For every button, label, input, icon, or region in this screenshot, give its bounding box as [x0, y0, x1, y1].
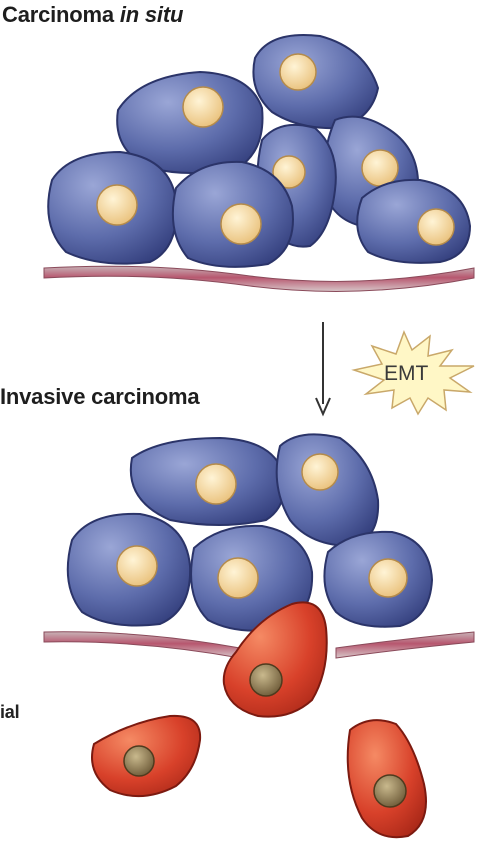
nucleus: [250, 664, 282, 696]
epithelial-cell: [68, 514, 190, 626]
title-italic: in situ: [120, 2, 183, 27]
epithelial-cell: [173, 162, 293, 267]
title-in-situ: Carcinoma in situ: [2, 2, 183, 28]
nucleus: [374, 775, 406, 807]
title-main: Carcinoma: [2, 2, 114, 27]
nucleus: [183, 87, 223, 127]
emt-label: EMT: [384, 362, 429, 385]
partial-label-left: ial: [0, 702, 19, 723]
mesenchymal-cell: [92, 716, 200, 796]
invasive-group: [44, 434, 474, 837]
nucleus: [97, 185, 137, 225]
in-situ-group: [44, 35, 474, 292]
nucleus: [221, 204, 261, 244]
epithelial-cell: [277, 434, 378, 546]
nucleus: [218, 558, 258, 598]
epithelial-cell: [357, 180, 470, 263]
nucleus: [369, 559, 407, 597]
mesenchymal-cell: [348, 720, 426, 837]
nucleus: [117, 546, 157, 586]
epithelial-cell: [253, 35, 378, 128]
nucleus: [280, 54, 316, 90]
epithelial-cell: [48, 152, 176, 264]
epithelial-cell: [324, 532, 432, 627]
title-invasive: Invasive carcinoma: [0, 384, 199, 410]
nucleus: [418, 209, 454, 245]
basement-membrane-top: [44, 266, 474, 291]
epithelial-cell: [131, 438, 284, 525]
nucleus: [302, 454, 338, 490]
starburst-icon: EMT: [354, 332, 474, 414]
nucleus: [362, 150, 398, 186]
nucleus: [196, 464, 236, 504]
basement-membrane-left: [44, 632, 240, 658]
down-arrow-icon: [316, 322, 330, 414]
nucleus: [124, 746, 154, 776]
basement-membrane-right: [336, 632, 474, 658]
